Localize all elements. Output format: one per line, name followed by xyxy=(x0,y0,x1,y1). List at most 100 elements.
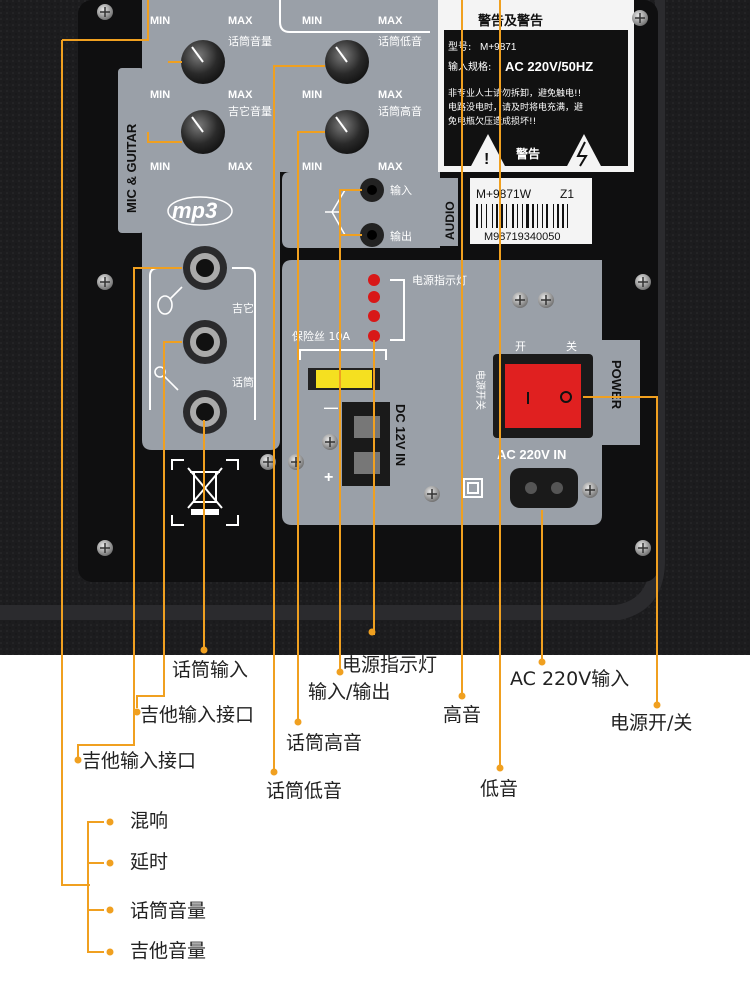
jack-mic[interactable] xyxy=(183,390,227,434)
barcode-bar xyxy=(532,204,534,228)
screw-icon xyxy=(424,486,440,502)
fuse-bracket xyxy=(299,349,387,360)
leader-top-bus xyxy=(62,0,149,41)
callout-power-indicator: 电源指示灯 xyxy=(342,654,438,676)
leader-dot xyxy=(496,764,504,772)
knob-mic-treble[interactable] xyxy=(325,110,369,154)
jack-guitar-1[interactable] xyxy=(183,246,227,290)
dc-terminal[interactable] xyxy=(342,402,390,486)
knob-guitar-volume[interactable] xyxy=(181,110,225,154)
callout-guitar-volume: 吉他音量 xyxy=(130,940,207,962)
leader-dot xyxy=(653,701,661,709)
callout-guitar-input-1: 吉他输入接口 xyxy=(140,704,255,726)
leader-guitar-input-2 xyxy=(77,267,182,757)
barcode-bar xyxy=(517,204,518,228)
barcode-bar xyxy=(537,204,538,228)
warning-line-3: 免电瓶欠压造成损坏!! xyxy=(448,115,536,127)
knob-min-label: MIN xyxy=(302,89,322,101)
jack-guitar-2[interactable] xyxy=(183,320,227,364)
warning-title-bar xyxy=(444,6,628,30)
barcode-bar xyxy=(481,204,482,228)
knob-mic-bass-label: 话筒低音 xyxy=(378,34,422,48)
leader-power-switch xyxy=(583,396,658,705)
knob-min-label: MIN xyxy=(302,161,322,173)
warning-spec-label: 输入规格: xyxy=(448,60,491,73)
knob-min-label: MIN xyxy=(150,161,170,173)
warning-model-value: M+9871 xyxy=(480,42,517,53)
knob-mic-volume[interactable] xyxy=(181,40,225,84)
barcode-bar xyxy=(501,204,503,228)
warning-spec-value: AC 220V/50HZ xyxy=(505,59,593,74)
callout-mic-treble: 话筒高音 xyxy=(286,732,363,754)
leader-dot xyxy=(106,859,114,867)
leader-dot xyxy=(294,718,302,726)
audio-tab-label: AUDIO xyxy=(443,201,457,240)
barcode-bar xyxy=(553,204,554,228)
fuse-label: 保险丝 10A xyxy=(292,329,350,343)
mp3-logo-ring xyxy=(167,196,233,226)
warning-line-2: 电路没电时，请及时将电充满，避 xyxy=(448,101,583,113)
power-led xyxy=(368,291,380,303)
screw-icon xyxy=(632,10,648,26)
double-insulation-inner xyxy=(467,482,479,494)
knob-min-top-left: MIN xyxy=(150,15,170,27)
double-insulation-icon xyxy=(463,478,483,498)
power-tab xyxy=(602,340,634,444)
jack-guitar-label: 吉它 xyxy=(232,301,254,315)
leader-guitar-vol xyxy=(147,132,182,143)
screw-icon xyxy=(582,482,598,498)
barcode-bar xyxy=(542,204,543,228)
callout-bass: 低音 xyxy=(480,778,519,800)
screw-icon xyxy=(322,434,338,450)
audio-out-jack[interactable] xyxy=(360,223,384,247)
audio-in-jack[interactable] xyxy=(360,178,384,202)
barcode-bar xyxy=(562,204,564,228)
leader-io xyxy=(339,189,362,672)
callout-io: 输入/输出 xyxy=(308,681,391,703)
warning-line-1: 非专业人士请勿拆卸，避免触电!! xyxy=(448,87,581,99)
leader-dot xyxy=(200,646,208,654)
screw-icon xyxy=(512,292,528,308)
leader-lines xyxy=(61,0,658,953)
led-bracket xyxy=(390,279,405,341)
electric-hazard-icon xyxy=(566,134,602,168)
screw-icon xyxy=(635,540,651,556)
dc-plus: + xyxy=(324,469,333,486)
warning-footer: 警告 xyxy=(515,146,540,161)
warning-triangle-icon: ! xyxy=(470,134,506,168)
leader-bracket xyxy=(87,821,104,953)
power-led xyxy=(368,330,380,342)
barcode-bar xyxy=(512,204,514,228)
leader-guitar-input-1 xyxy=(136,341,182,708)
audio-in-label: 输入 xyxy=(390,183,412,197)
leader-mic-treble xyxy=(297,131,325,722)
barcode-sticker xyxy=(470,178,592,244)
knob-max-top-right: MAX xyxy=(378,15,403,27)
power-led xyxy=(368,310,380,322)
fuse xyxy=(308,368,380,390)
knob-max-label: MAX xyxy=(228,89,253,101)
ac-socket[interactable] xyxy=(510,468,578,508)
power-led xyxy=(368,274,380,286)
callout-power-switch: 电源开/关 xyxy=(610,712,693,734)
callout-mic-bass: 话筒低音 xyxy=(266,780,343,802)
leader-dot xyxy=(133,708,141,716)
screws xyxy=(97,4,651,556)
dc-minus: — xyxy=(324,399,338,415)
leader-dot xyxy=(368,628,376,636)
barcode-bar xyxy=(557,204,559,228)
guitar-icon xyxy=(157,286,183,315)
switch-on-label: 开 xyxy=(515,340,526,353)
power-switch[interactable] xyxy=(493,354,593,438)
leader-mic-bass xyxy=(273,65,325,772)
callout-treble: 高音 xyxy=(443,704,482,726)
audio-out-label: 输出 xyxy=(390,229,412,243)
callout-mic-input: 话筒输入 xyxy=(172,659,249,681)
knob-max-label: MAX xyxy=(378,89,403,101)
callout-guitar-input-2: 吉他输入接口 xyxy=(82,750,197,772)
barcode-bar xyxy=(526,204,529,228)
power-leds xyxy=(368,274,380,342)
leader-dot xyxy=(336,668,344,676)
knob-mic-bass[interactable] xyxy=(325,40,369,84)
